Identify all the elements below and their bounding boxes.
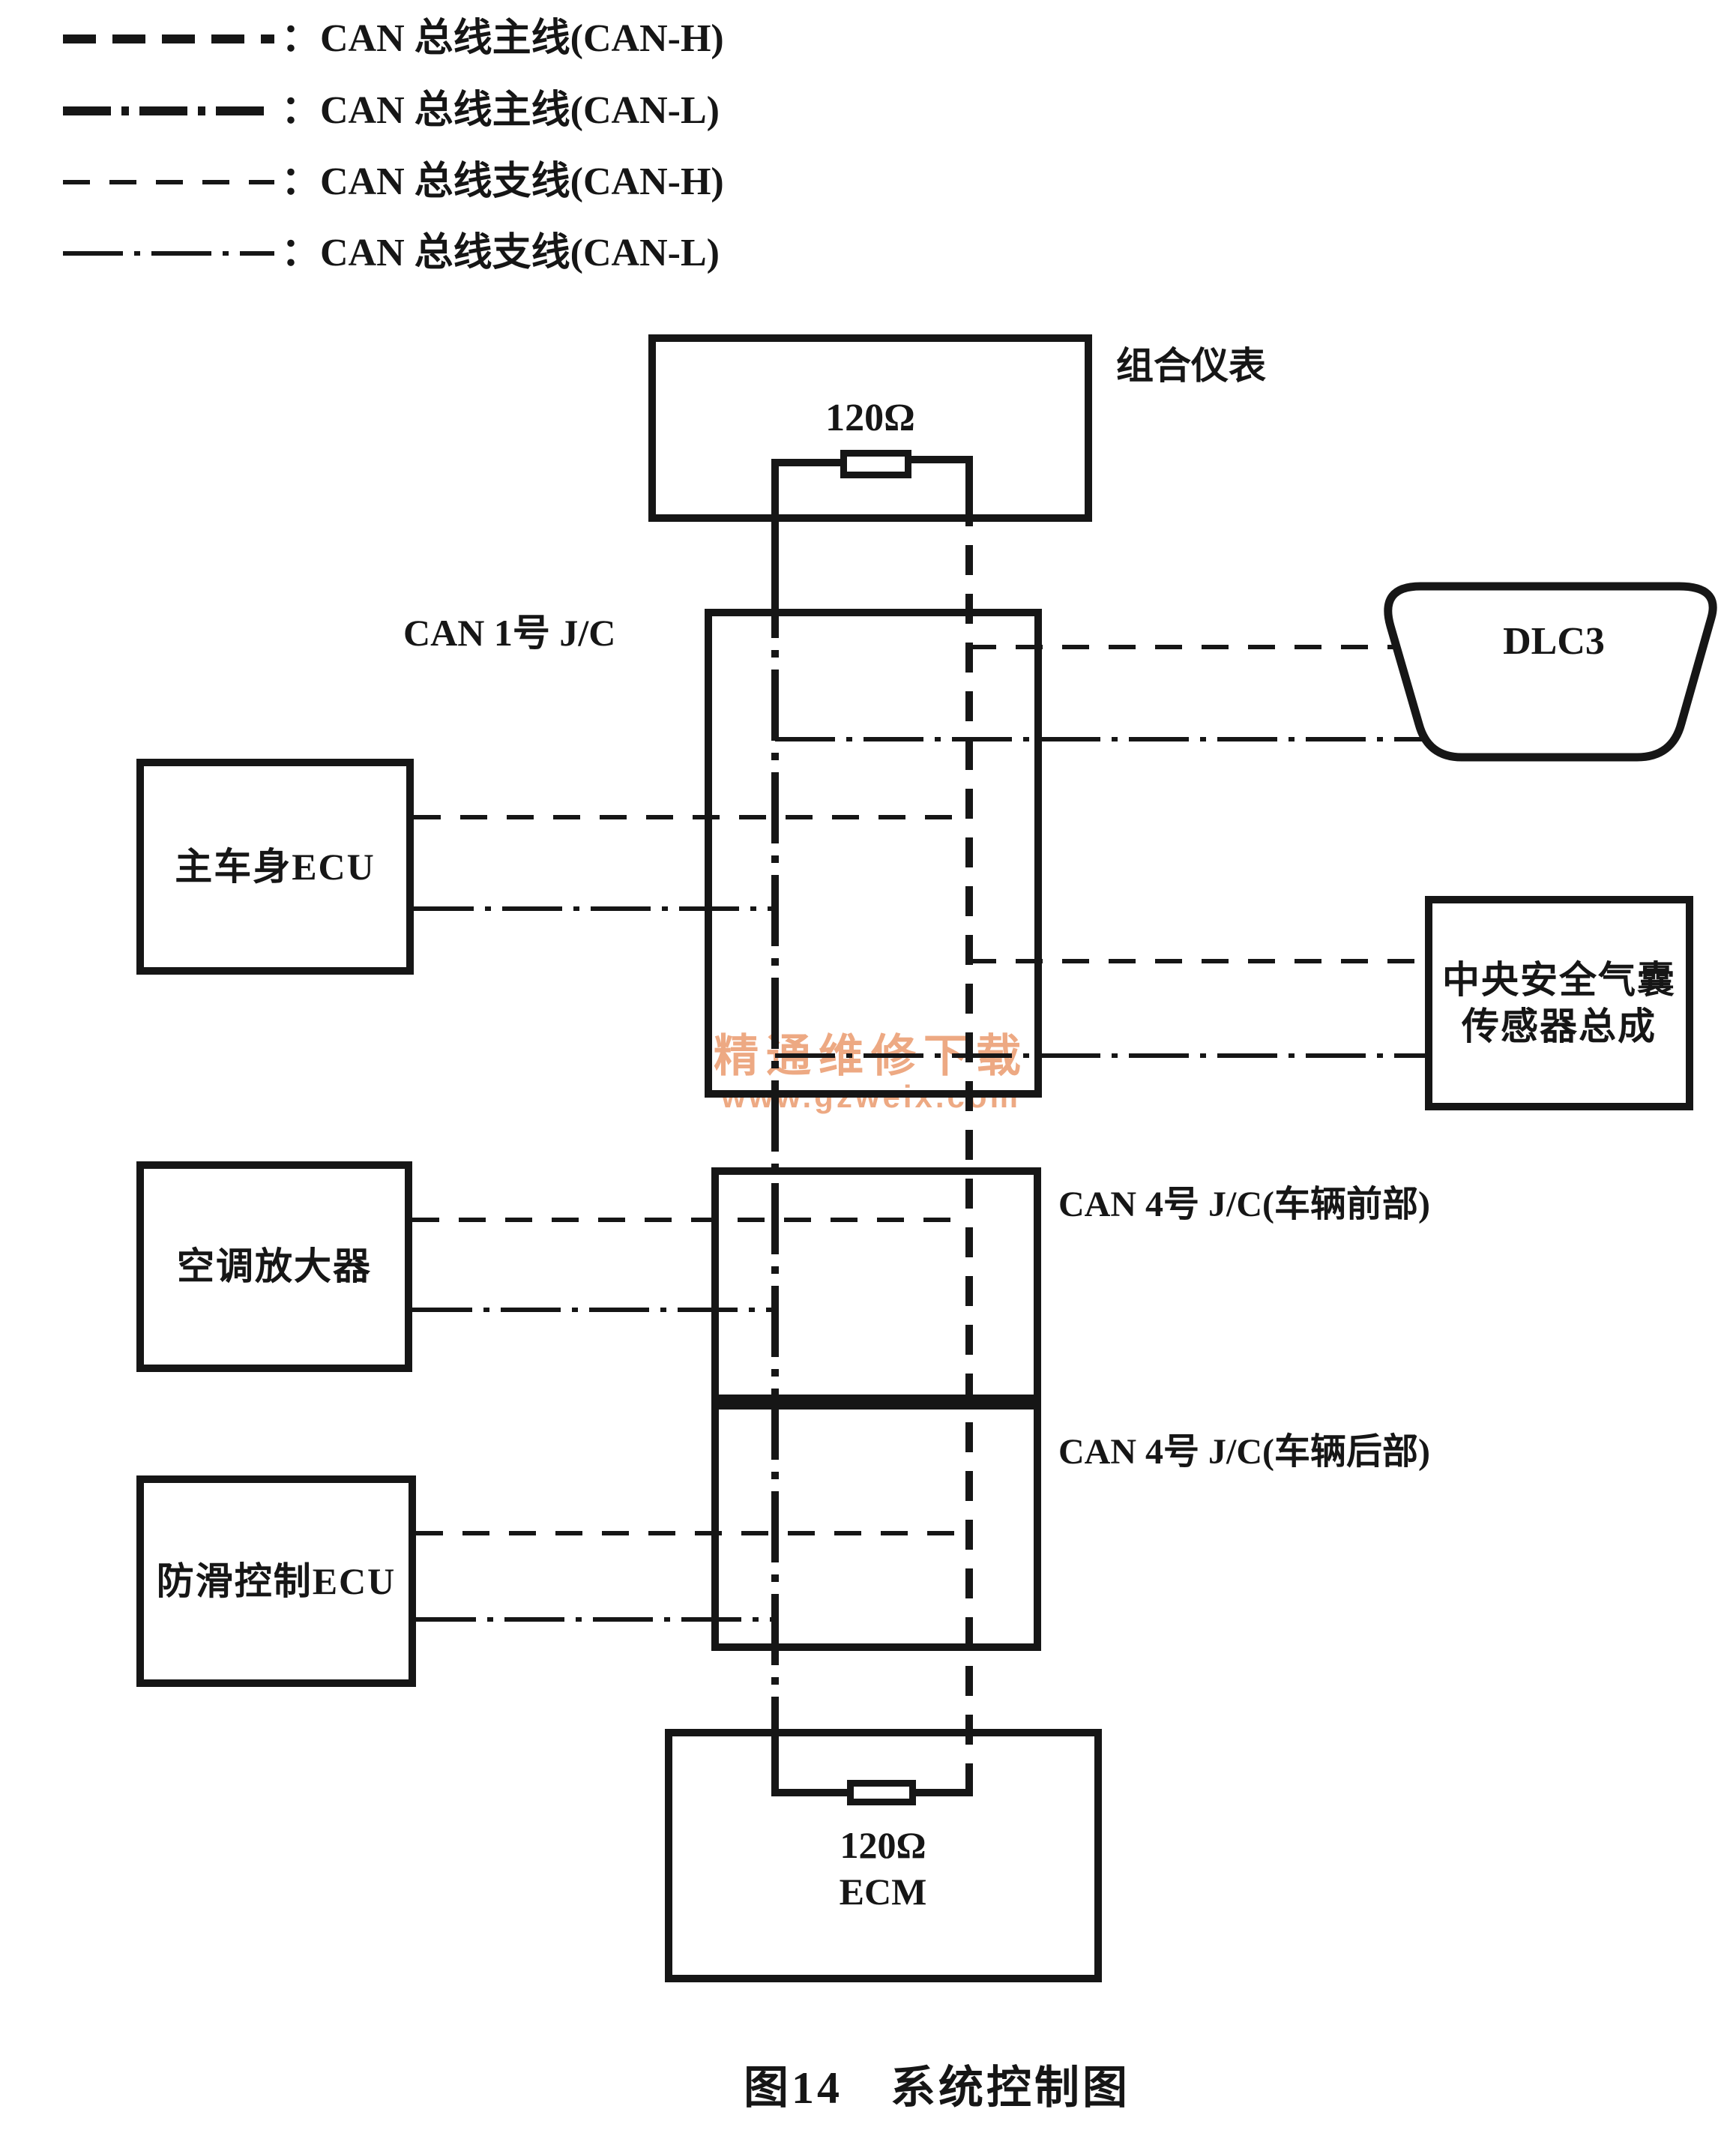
meter-resistor-right-lead: [911, 456, 973, 496]
skid-ecu-box: 防滑控制ECU: [136, 1475, 416, 1687]
body-ecu-box: 主车身ECU: [136, 759, 414, 975]
legend-label-main-can-h: ：CAN 总线主线(CAN-H): [281, 17, 724, 60]
meter-box: [648, 334, 1092, 522]
ecm-box: [665, 1729, 1102, 1982]
body-ecu-label: 主车身ECU: [175, 845, 376, 888]
dlc3-label: DLC3: [1503, 620, 1605, 663]
meter-resistor-value: 120Ω: [825, 397, 915, 439]
legend-label-branch-can-h: ：CAN 总线支线(CAN-H): [281, 160, 724, 203]
skid-ecu-label: 防滑控制ECU: [156, 1559, 397, 1602]
jc4-rear-box: [711, 1402, 1041, 1651]
meter-terminating-resistor: [840, 450, 911, 478]
ac-amplifier-box: 空调放大器: [136, 1161, 412, 1372]
airbag-sensor-label-line1: 中央安全气囊: [1442, 958, 1676, 1001]
jc4-front-label: CAN 4号 J/C(车辆前部): [1058, 1185, 1430, 1224]
meter-label: 组合仪表: [1116, 345, 1266, 387]
jc1-label: CAN 1号 J/C: [403, 612, 616, 654]
legend-label-branch-can-l: ：CAN 总线支线(CAN-L): [281, 232, 720, 274]
ecm-resistor-value: 120Ω: [840, 1824, 926, 1866]
legend-label-main-can-l: ：CAN 总线主线(CAN-L): [281, 89, 720, 132]
ecm-label: ECM: [839, 1871, 927, 1913]
ac-amplifier-label: 空调放大器: [177, 1245, 372, 1288]
airbag-sensor-box: 中央安全气囊 传感器总成: [1425, 896, 1693, 1110]
dlc3-connector-shape: [1384, 582, 1717, 762]
jc4-rear-label: CAN 4号 J/C(车辆后部): [1058, 1432, 1430, 1472]
meter-resistor-left-lead: [771, 459, 840, 567]
ecm-terminating-resistor: [847, 1780, 916, 1805]
ecm-resistor-right-lead: [915, 1777, 973, 1796]
airbag-sensor-label-line2: 传感器总成: [1462, 1005, 1657, 1047]
jc1-box: [705, 609, 1042, 1098]
ecm-resistor-left-lead: [771, 1747, 847, 1796]
figure-caption: 图14 系统控制图: [744, 2063, 1130, 2113]
jc4-front-box: [711, 1167, 1041, 1402]
